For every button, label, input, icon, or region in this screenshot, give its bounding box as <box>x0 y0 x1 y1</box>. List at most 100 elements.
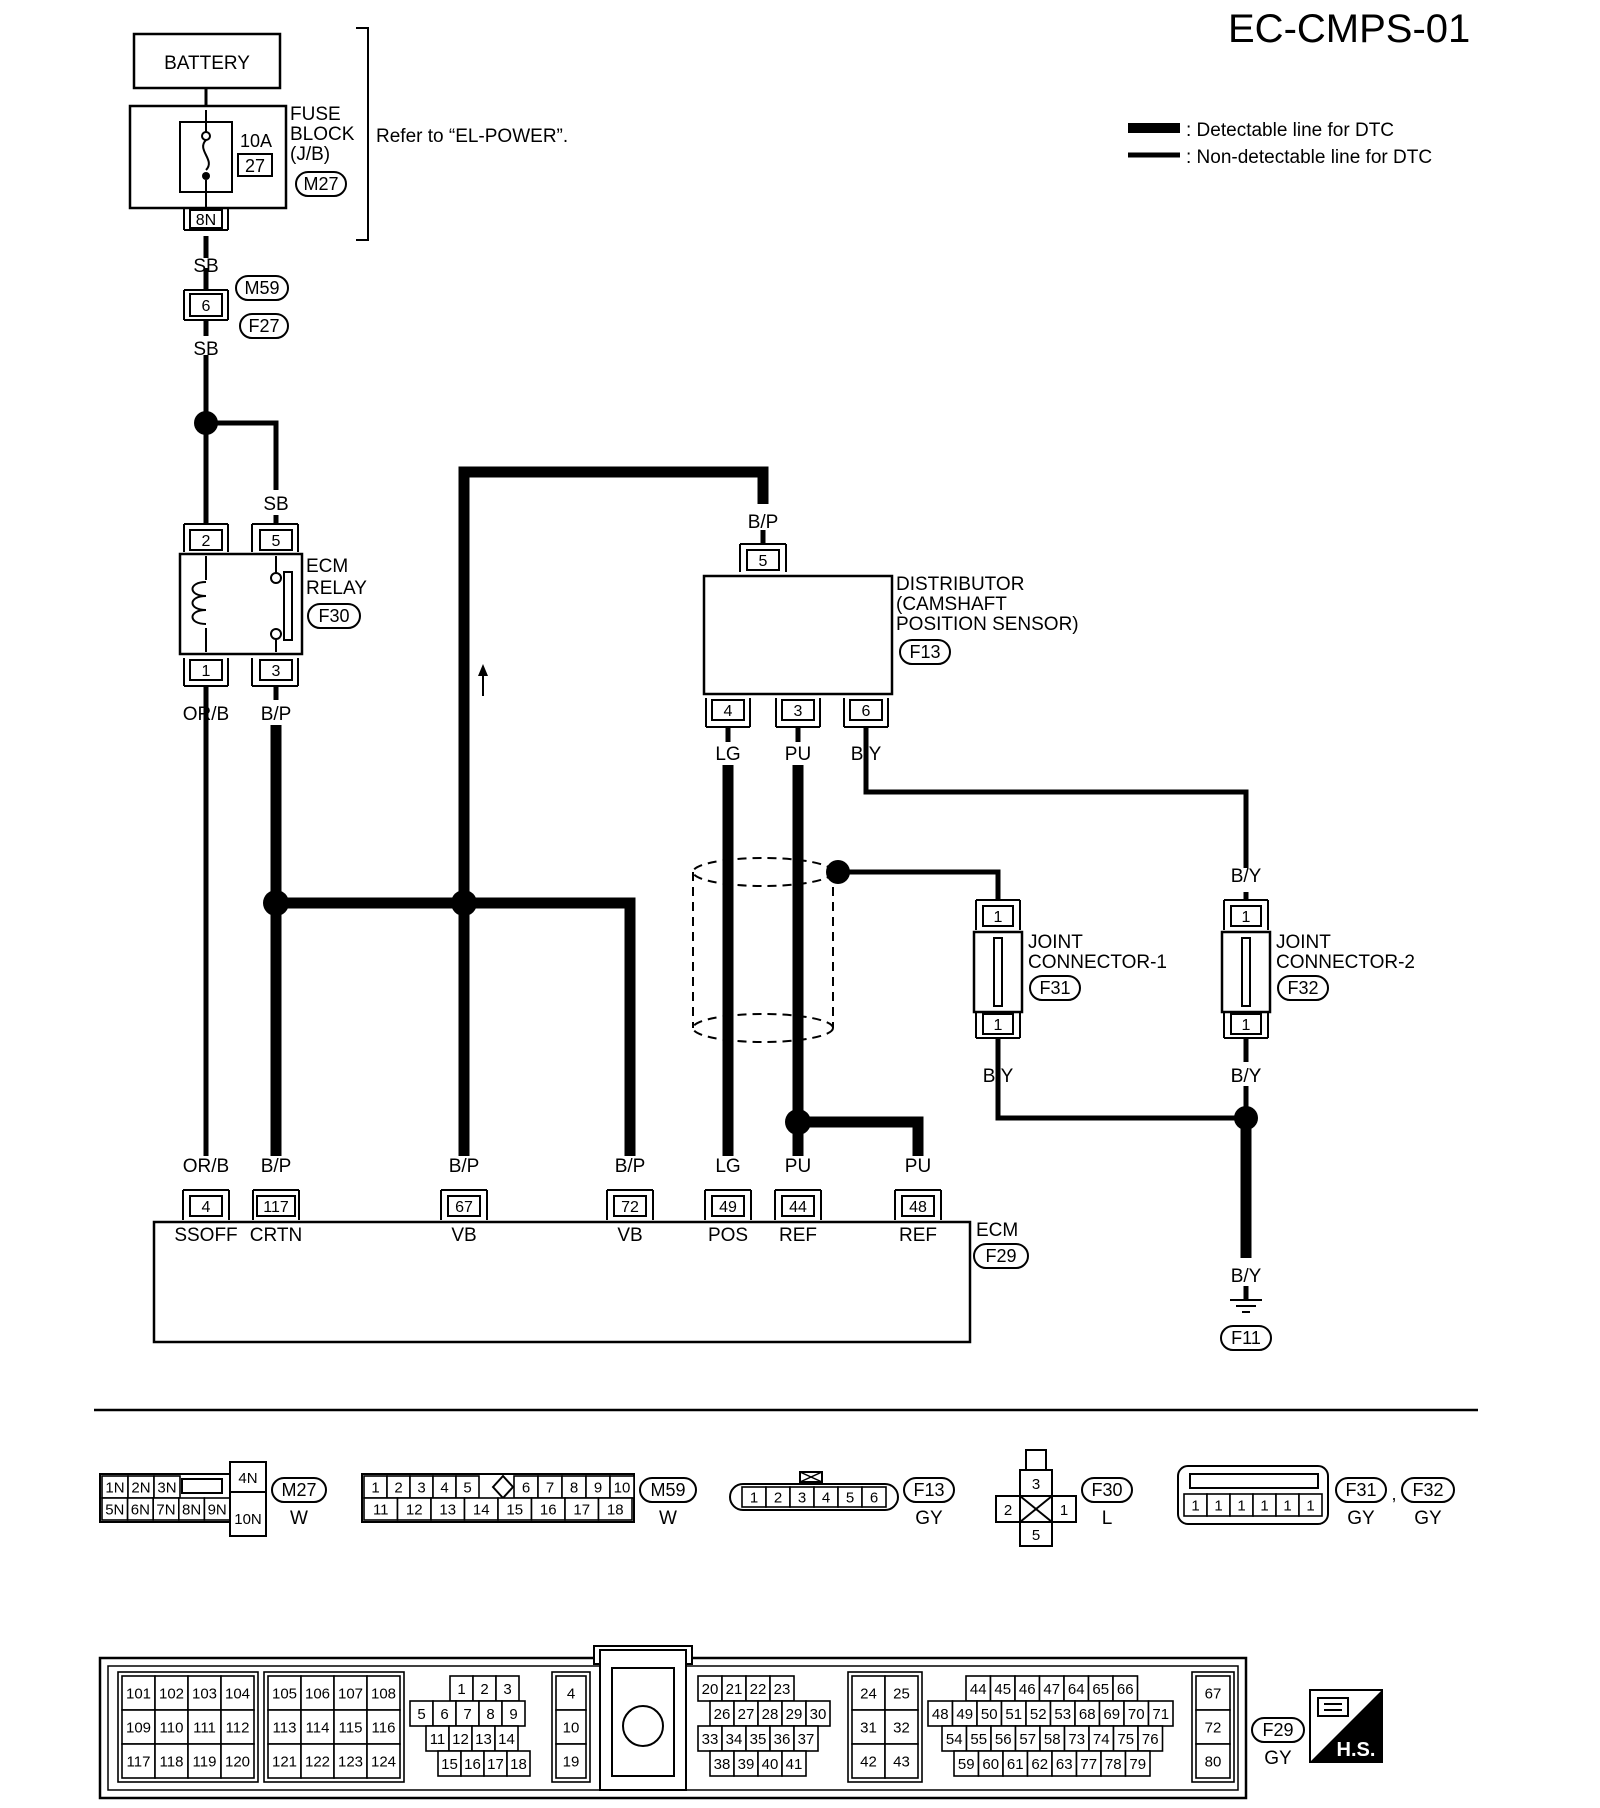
f13-pin-2: 2 <box>774 1490 782 1507</box>
wire-color-by-j1-bot: B/Y <box>983 1066 1014 1087</box>
f31-f32-pin: 1 <box>1260 1498 1268 1515</box>
f29-pin-121: 121 <box>272 1754 297 1771</box>
f29-pin-119: 119 <box>193 1754 217 1771</box>
m27-pin-5N: 5N <box>105 1502 124 1519</box>
ecm-pin-box <box>711 1195 745 1217</box>
m59-pin-6: 6 <box>522 1480 530 1497</box>
f29-pin-56: 56 <box>995 1731 1012 1748</box>
f29-pin-59-cell <box>953 1750 980 1777</box>
distributor-label-3: POSITION SENSOR) <box>896 614 1079 635</box>
f29-pin-69: 69 <box>1103 1706 1120 1723</box>
relay-pin-5: 5 <box>272 533 281 550</box>
wire-color-sb-1: SB <box>193 256 218 277</box>
fuse-pin: 8N <box>196 212 216 229</box>
f29-pin-50: 50 <box>981 1706 998 1723</box>
f29-pin-122: 122 <box>305 1754 330 1771</box>
m59-pin-17: 17 <box>573 1502 590 1519</box>
f29-pin-13: 13 <box>475 1731 492 1748</box>
f29-pin-80-cell <box>1195 1743 1231 1779</box>
f29-pin-69-cell <box>1098 1700 1125 1727</box>
ecm-pin-box <box>256 1195 296 1217</box>
f29-pin-34: 34 <box>726 1731 743 1748</box>
wire-pu-to-48 <box>798 1116 924 1156</box>
f31-f32-pin: 1 <box>1306 1498 1314 1515</box>
f29-pin-19: 19 <box>563 1754 580 1771</box>
wire-by-dist <box>863 727 1249 868</box>
f29-pin-102-cell <box>154 1675 189 1711</box>
wire-color-bp-117: B/P <box>261 1156 292 1177</box>
f29-pin-33-cell <box>697 1725 723 1752</box>
m59-pin-15: 15 <box>506 1502 523 1519</box>
f29-pin-108: 108 <box>371 1686 396 1703</box>
f29-pin-8: 8 <box>486 1706 494 1723</box>
m59-pin-5: 5 <box>463 1480 471 1497</box>
f29-pin-39: 39 <box>738 1756 755 1773</box>
fuse-label-3: (J/B) <box>290 144 330 165</box>
f29-pin-49: 49 <box>956 1706 973 1723</box>
f29-pin-124-cell <box>366 1743 401 1779</box>
f29-pin-36: 36 <box>774 1731 791 1748</box>
wire-color-bp-relay: B/P <box>261 704 292 725</box>
f31-name: F31 <box>1345 1480 1376 1500</box>
f29-pin-110: 110 <box>160 1720 184 1737</box>
splice-bp-loop <box>451 890 477 916</box>
m27-color: W <box>290 1508 308 1529</box>
f29-pin-25-cell <box>884 1675 919 1711</box>
f13-color: GY <box>915 1508 943 1529</box>
f31-f32-separator: , <box>1391 1484 1396 1504</box>
f13-pin-6: 6 <box>870 1490 878 1507</box>
f29-pin-41: 41 <box>786 1756 803 1773</box>
f29-pin-117: 117 <box>127 1754 151 1771</box>
fuse-block: 10A 27 8N <box>128 104 288 231</box>
f29-block-6 <box>847 1671 923 1783</box>
f31-f32-pin: 1 <box>1214 1498 1222 1515</box>
f27-connector-label: F27 <box>248 316 279 336</box>
ecm-pin-name-72: VB <box>617 1225 642 1246</box>
ecm-pin-housing <box>894 1189 942 1220</box>
f30-pin-1: 1 <box>1060 1502 1068 1519</box>
f29-pin-14: 14 <box>498 1731 515 1748</box>
f29-pin-31: 31 <box>860 1720 877 1737</box>
f29-pin-102: 102 <box>159 1686 184 1703</box>
wire-color-bp-67: B/P <box>449 1156 480 1177</box>
ecm-relay-label-2: RELAY <box>306 578 367 599</box>
ecm-pin-name-4: SSOFF <box>174 1225 237 1246</box>
f29-pin-10: 10 <box>563 1720 580 1737</box>
m59-pin: 6 <box>202 298 211 315</box>
ecm-pin-4: 4 <box>202 1199 211 1216</box>
f29-pin-9: 9 <box>509 1706 517 1723</box>
ecm-pin-72: 72 <box>621 1199 639 1216</box>
distributor-label-2: (CAMSHAFT <box>896 594 1007 615</box>
f29-block-4 <box>551 1671 591 1783</box>
f29-pin-106-cell <box>300 1675 335 1711</box>
wire-splice-to-relay5 <box>206 420 279 490</box>
m59-name: M59 <box>650 1480 685 1500</box>
wire-color-sb-2: SB <box>193 339 218 360</box>
fuse-connector: M27 <box>303 174 338 194</box>
ecm-relay-connector: F30 <box>318 606 349 626</box>
wire-color-by-j2-top: B/Y <box>1231 866 1262 887</box>
wire-color-lg-dist: LG <box>715 744 740 765</box>
ecm-pin-housing <box>774 1189 822 1220</box>
f13-pin-4: 4 <box>822 1490 830 1507</box>
ecm-wire-colors: OR/B B/P B/P B/P LG PU PU <box>183 1156 931 1177</box>
m59-pin-1: 1 <box>371 1480 379 1497</box>
f29-pin-46: 46 <box>1019 1681 1036 1698</box>
f13-pin-5: 5 <box>846 1490 854 1507</box>
f29-pin-68-cell <box>1074 1700 1101 1727</box>
j1-pin-bottom: 1 <box>994 1017 1003 1034</box>
m27-name: M27 <box>281 1480 316 1500</box>
f31-f32-pin-cell <box>1298 1493 1323 1517</box>
dist-pin-4: 4 <box>724 703 733 720</box>
f29-pin-18-cell <box>506 1750 531 1777</box>
relay-pin-3: 3 <box>272 663 281 680</box>
ecm-pin-box <box>447 1195 481 1217</box>
ecm-pin-name-48: REF <box>899 1225 937 1246</box>
m27-pin-9N: 9N <box>208 1502 227 1519</box>
f30-color: L <box>1102 1508 1113 1529</box>
m59-connector-label: M59 <box>244 278 279 298</box>
f29-pin-56-cell <box>990 1725 1017 1752</box>
